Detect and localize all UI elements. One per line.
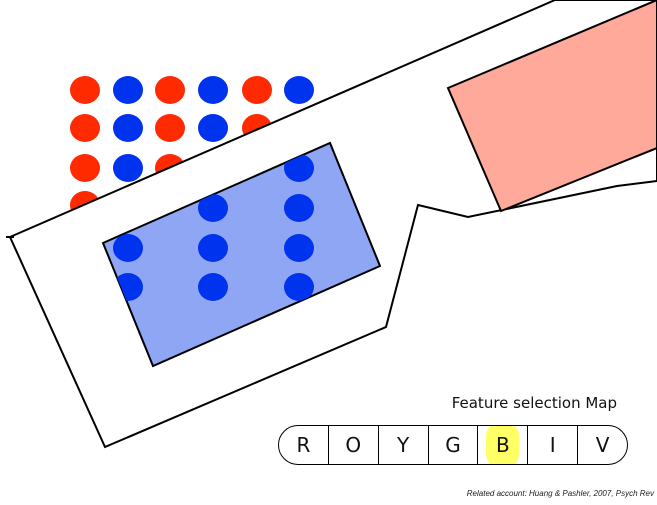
blue-dot: [284, 76, 314, 104]
red-dot: [70, 76, 100, 104]
blue-dot: [113, 114, 143, 142]
blue-dot: [113, 154, 143, 182]
blue-dot: [113, 76, 143, 104]
feature-cell-b: B: [477, 426, 527, 464]
feature-letter: O: [345, 433, 361, 457]
red-dot: [155, 114, 185, 142]
citation-text: Related account: Huang & Pashler, 2007, …: [340, 489, 654, 498]
feature-letter: R: [296, 433, 310, 457]
feature-cell-o: O: [328, 426, 378, 464]
lens-blue-dot: [198, 234, 228, 262]
feature-letter: Y: [397, 433, 409, 457]
feature-cell-v: V: [577, 426, 627, 464]
red-dot: [242, 76, 272, 104]
feature-letter: V: [596, 433, 610, 457]
lens-blue-dot: [198, 273, 228, 301]
blue-dot: [198, 114, 228, 142]
feature-letter: I: [550, 433, 556, 457]
feature-cell-g: G: [428, 426, 478, 464]
feature-cell-i: I: [527, 426, 577, 464]
feature-cell-r: R: [279, 426, 328, 464]
red-dot: [70, 114, 100, 142]
feature-map-title: Feature selection Map: [447, 394, 617, 412]
lens-blue-dot: [113, 234, 143, 262]
feature-letter: G: [445, 433, 461, 457]
feature-letter: B: [496, 433, 510, 457]
lens-blue-dot: [284, 234, 314, 262]
lens-blue-dot: [284, 194, 314, 222]
feature-cell-y: Y: [378, 426, 428, 464]
red-dot: [155, 76, 185, 104]
red-dot: [70, 154, 100, 182]
lens-blue-dot: [284, 273, 314, 301]
blue-dot: [198, 76, 228, 104]
